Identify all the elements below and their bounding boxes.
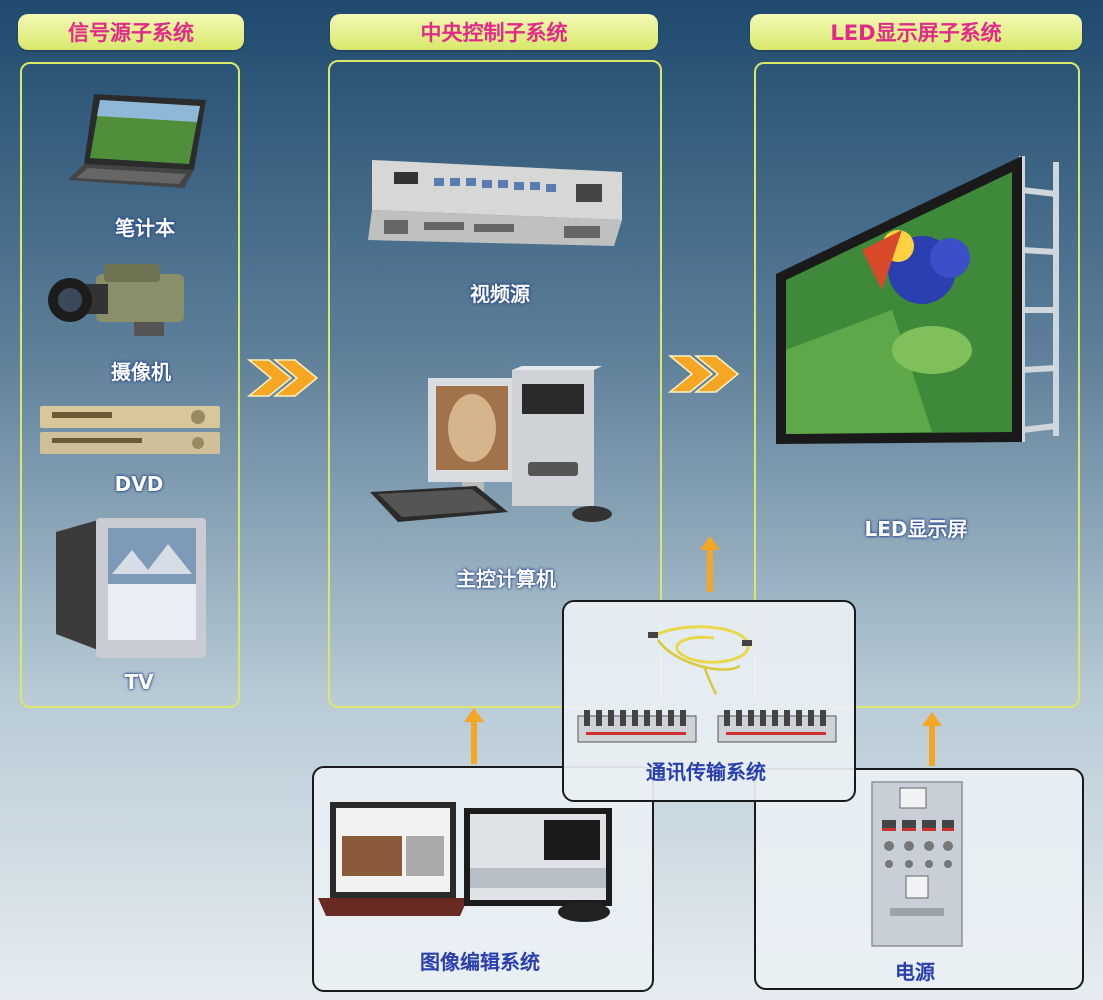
header-signal-subsystem: 信号源子系统 xyxy=(18,14,244,50)
up-arrow-icon xyxy=(922,712,942,766)
signal-panel xyxy=(20,62,240,708)
up-arrow-icon xyxy=(464,708,484,764)
header-control-subsystem: 中央控制子系统 xyxy=(330,14,658,50)
label-notebook: 笔计本 xyxy=(115,216,175,240)
label-dvd: DVD xyxy=(114,472,164,496)
led-screen-image xyxy=(776,156,1059,444)
label-image-edit-system: 图像编辑系统 xyxy=(420,950,540,974)
laptop-image xyxy=(68,94,206,188)
label-led-screen: LED显示屏 xyxy=(864,517,968,541)
label-power: 电源 xyxy=(895,960,935,984)
control-panel xyxy=(328,60,662,708)
label-tv: TV xyxy=(124,670,154,694)
master-computer-image xyxy=(370,366,612,522)
fiber-transceiver-rack-image xyxy=(577,710,837,743)
label-camcorder: 摄像机 xyxy=(111,360,171,384)
label-comm-transmission-system: 通讯传输系统 xyxy=(646,760,766,784)
tv-image xyxy=(56,518,206,658)
double-chevron-arrow-icon xyxy=(668,355,740,393)
camcorder-image xyxy=(48,264,184,336)
image-edit-equipment-image xyxy=(318,802,612,922)
label-video-source: 视频源 xyxy=(470,282,530,306)
header-led-subsystem: LED显示屏子系统 xyxy=(750,14,1082,50)
label-master-computer: 主控计算机 xyxy=(456,567,556,591)
up-arrow-icon xyxy=(700,536,720,592)
power-cabinet-image xyxy=(871,781,963,947)
comm-transmission-system-box xyxy=(562,600,856,802)
led-panel xyxy=(754,62,1080,708)
dvd-player-image xyxy=(40,406,220,454)
fiber-cable-image xyxy=(648,625,752,695)
double-chevron-arrow-icon xyxy=(247,359,319,397)
video-source-device-image xyxy=(368,160,622,246)
